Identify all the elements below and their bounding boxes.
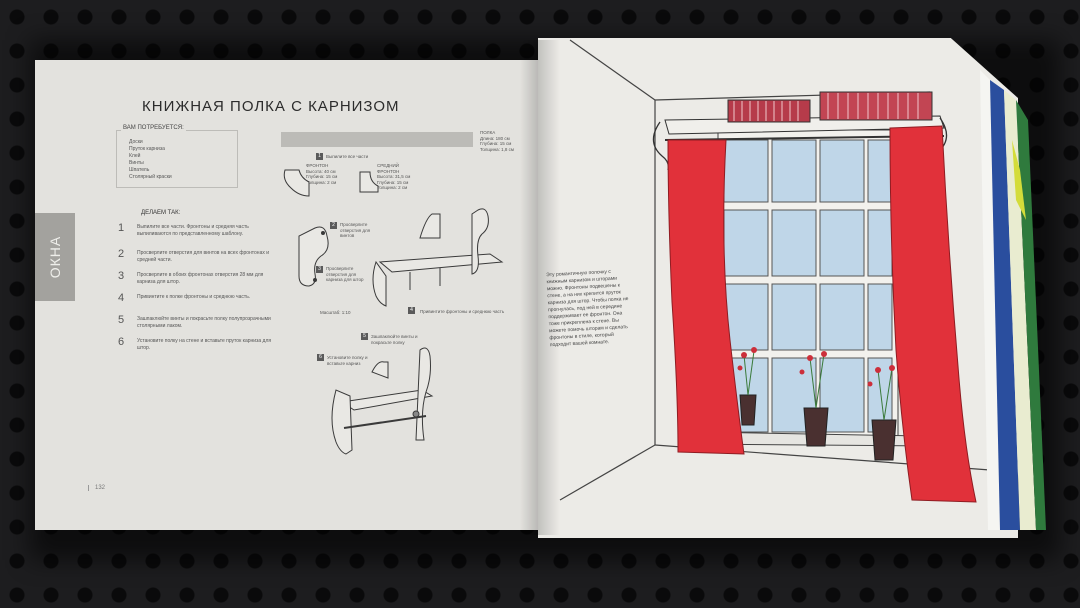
you-need-item: Винты: [129, 160, 144, 166]
shelf-plank-drawing: [281, 132, 473, 147]
step-bubble-3: 3: [316, 266, 323, 273]
step-bubble-4: 4: [408, 307, 415, 314]
step-bubble-2: 2: [330, 222, 337, 229]
step-bubble-5: 5: [361, 333, 368, 340]
diagram-step-2-label: Просверлите отверстия для винтов: [340, 222, 371, 238]
you-need-item: Шпатель: [129, 167, 150, 173]
book-spine: [520, 40, 560, 535]
book-page-edges: [980, 70, 1046, 530]
middle-pediment-dimensions: СРЕДНИЙ ФРОНТОН Высота: 31,5 см Глубина:…: [377, 163, 411, 190]
shelf-dimensions: ПОЛКА Длина: 180 см Глубина: 15 см Толщи…: [480, 130, 514, 152]
step-number: 1: [118, 222, 125, 234]
you-need-item: Доски: [129, 139, 143, 145]
section-tab-label: ОКНА: [47, 235, 63, 279]
you-need-item: Столярный краски: [129, 174, 172, 180]
diagram-step-6-label: Установите полку и вставьте карниз: [327, 355, 368, 366]
diagram-step-1-label: Выпилите все части: [326, 154, 369, 159]
step-text: Зашпаклюйте винты и покрасьте полку полу…: [137, 316, 271, 329]
step-text: Просверлите в обоих фронтонах отверстия …: [137, 272, 264, 285]
step-text: Выпилите все части. Фронтоны и средняя ч…: [137, 224, 249, 237]
step-number: 5: [118, 314, 125, 326]
diagram-step-5-label: Зашпаклюйте винты и покрасьте полку: [371, 334, 418, 345]
you-need-item: Пруток карниза: [129, 146, 165, 152]
step-text: Просверлите отверстия для винтов на всех…: [137, 250, 270, 263]
steps-title: ДЕЛАЕМ ТАК:: [141, 210, 181, 216]
section-tab: ОКНА: [35, 213, 75, 301]
scale-label: Масштаб: 1:10: [320, 310, 351, 315]
step-text: Привинтите к полке фронтоны и среднюю ча…: [137, 294, 251, 300]
step-number: 2: [118, 248, 125, 260]
you-need-title: ВАМ ПОТРЕБУЕТСЯ:: [121, 125, 186, 131]
right-page-text: Эту романтичную полочку с книжным карниз…: [546, 268, 629, 349]
page-title: КНИЖНАЯ ПОЛКА С КАРНИЗОМ: [142, 98, 400, 115]
step-number: 6: [118, 336, 125, 348]
step-number: 4: [118, 292, 125, 304]
diagram-step-3-label: Просверлите отверстия для карниза для шт…: [326, 266, 364, 282]
you-need-item: Клей: [129, 153, 141, 159]
left-page: [35, 60, 545, 530]
diagram-step-4-label: Привинтите фронтоны и среднюю часть: [420, 309, 505, 314]
you-need-box: ВАМ ПОТРЕБУЕТСЯ: Доски Пруток карниза Кл…: [116, 125, 238, 188]
you-need-list: Доски Пруток карниза Клей Винты Шпатель …: [129, 139, 172, 181]
step-text: Установите полку на стене и вставьте пру…: [137, 338, 272, 351]
step-number: 3: [118, 270, 125, 282]
pediment-dimensions: ФРОНТОН Высота: 40 см Глубина: 15 см Тол…: [306, 163, 338, 185]
step-bubble-1: 1: [316, 153, 323, 160]
page-number: 132: [88, 485, 105, 491]
step-bubble-6: 6: [317, 354, 324, 361]
